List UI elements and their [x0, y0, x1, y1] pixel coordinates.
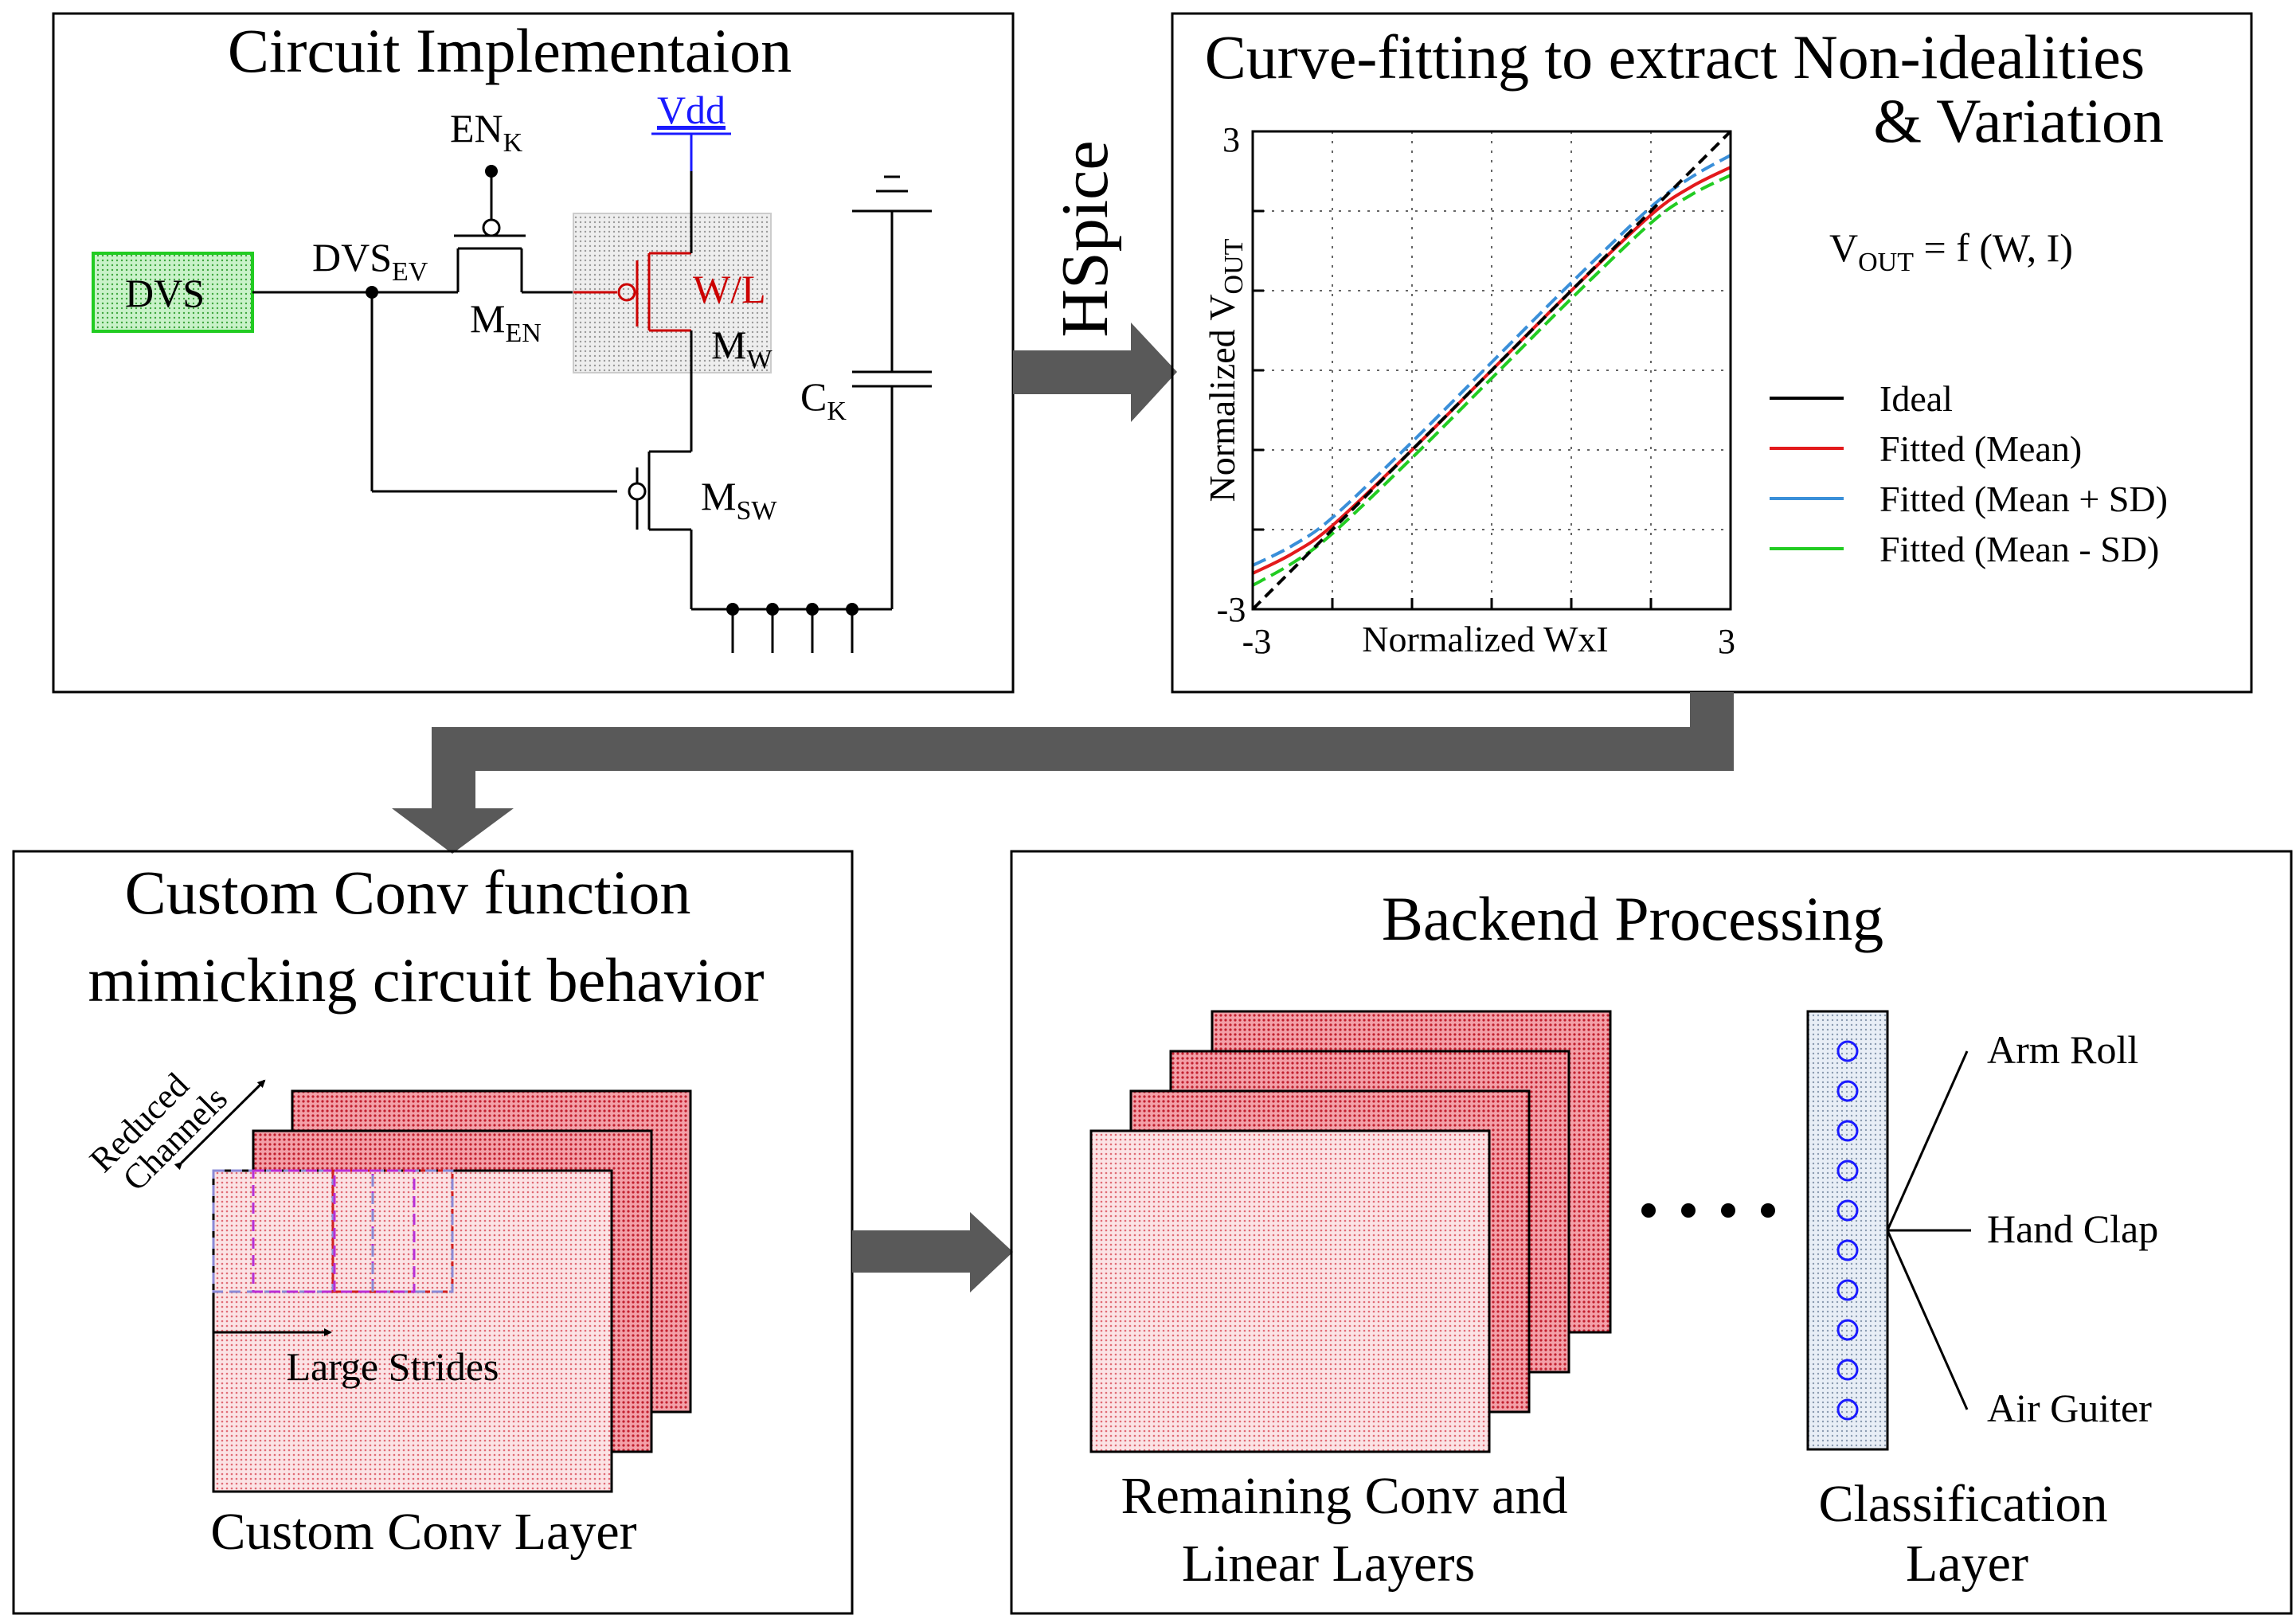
hspice-arrow-shape — [1013, 323, 1177, 422]
wl-label: W/L — [693, 267, 766, 311]
backend-panel-border — [1010, 850, 2293, 1615]
x-tick-label-max: 3 — [1718, 622, 1735, 661]
neuron-node — [1836, 1040, 1859, 1062]
hspice-label: HSpice — [1048, 140, 1122, 337]
series-line-ideal — [1251, 130, 1732, 611]
legend-label-0: Ideal — [1879, 378, 1953, 419]
y-axis-label: Normalized VOUT — [1202, 238, 1249, 502]
strides-label: Large Strides — [286, 1344, 499, 1389]
dvs-label: DVS — [125, 271, 205, 315]
mw-transistor — [573, 252, 691, 332]
neuron-node — [1836, 1160, 1859, 1182]
classification-label-line2: Layer — [1906, 1535, 2028, 1593]
curve-title-line1: Curve-fitting to extract Non-idealities — [1205, 22, 2145, 92]
output-label-2: Air Guiter — [1987, 1386, 2152, 1430]
backend-map-front — [1089, 1129, 1491, 1453]
curve-panel: Curve-fitting to extract Non-idealities … — [1171, 12, 2253, 694]
circuit-title: Circuit Implementaion — [228, 16, 792, 85]
neurons — [1836, 1040, 1859, 1421]
vdd-label: Vdd — [657, 88, 726, 132]
custom-title-line1: Custom Conv function — [125, 858, 691, 927]
x-tick-label-min: -3 — [1242, 622, 1272, 661]
neuron-node — [1836, 1279, 1859, 1301]
x-axis-label: Normalized WxI — [1362, 619, 1609, 659]
backend-panel: Backend Processing Arm Roll Hand Clap Ai… — [1010, 850, 2293, 1615]
neuron-node — [1836, 1080, 1859, 1102]
hspice-arrow: HSpice — [1013, 140, 1177, 422]
neuron-node — [1836, 1398, 1859, 1421]
y-tick-label-min: -3 — [1217, 590, 1246, 629]
custom-conv-panel: Custom Conv function mimicking circuit b… — [12, 850, 854, 1615]
chart-ticks — [1253, 209, 1653, 609]
neuron-node — [1836, 1199, 1859, 1222]
legend-label-3: Fitted (Mean - SD) — [1879, 529, 2159, 569]
classification-label-line1: Classification — [1819, 1475, 2108, 1533]
custom-title-line2: mimicking circuit behavior — [88, 945, 764, 1015]
m-w-label: MW — [711, 323, 773, 374]
neuron-node — [1836, 1359, 1859, 1381]
backend-title: Backend Processing — [1382, 884, 1883, 953]
curve-title-line2: & Variation — [1873, 86, 2164, 155]
classification-vector — [1806, 1010, 1889, 1451]
en-label: ENK — [450, 106, 523, 158]
legend-label-1: Fitted (Mean) — [1879, 428, 2082, 469]
equation: VOUT = f (W, I) — [1829, 225, 2073, 277]
kernel-windows — [212, 1169, 454, 1293]
en-terminal-dot — [485, 165, 498, 178]
custom-to-backend-arrow — [852, 1212, 1013, 1292]
legend-label-2: Fitted (Mean + SD) — [1879, 479, 2168, 519]
remaining-label-line2: Linear Layers — [1182, 1535, 1475, 1593]
c-k-label: CK — [800, 374, 847, 426]
output-fan — [1886, 1050, 1971, 1410]
vdd-rail — [651, 132, 731, 171]
neuron-node — [1836, 1319, 1859, 1341]
chart-series — [1251, 130, 1732, 611]
circuit-wires — [252, 173, 932, 653]
custom-layer-label: Custom Conv Layer — [210, 1503, 636, 1561]
remaining-label-line1: Remaining Conv and — [1121, 1467, 1568, 1525]
neuron-node — [1836, 1239, 1859, 1261]
output-label-0: Arm Roll — [1987, 1027, 2138, 1072]
m-sw-label: MSW — [701, 474, 777, 526]
transfer-curve-chart: -3 3 -3 3 Normalized WxI Normalized VOUT… — [1202, 120, 2168, 661]
output-dots — [726, 603, 859, 616]
neuron-node — [1836, 1120, 1859, 1142]
ellipsis-dots — [1641, 1203, 1775, 1218]
circuit-panel-border — [52, 12, 1015, 694]
series-line-fitted-mean-sd — [1252, 174, 1731, 587]
channels-arrow — [174, 1079, 266, 1171]
down-connector-arrow — [392, 692, 1734, 854]
dvs-ev-label: DVSEV — [312, 235, 428, 287]
dvs-block — [92, 252, 254, 333]
junction-dot — [366, 286, 378, 299]
m-en-label: MEN — [470, 296, 542, 348]
output-label-1: Hand Clap — [1987, 1206, 2158, 1251]
msw-gate-bubble — [628, 482, 647, 501]
circuit-panel: Circuit Implementaion DVS — [52, 12, 1015, 694]
y-tick-label-max: 3 — [1222, 120, 1240, 159]
